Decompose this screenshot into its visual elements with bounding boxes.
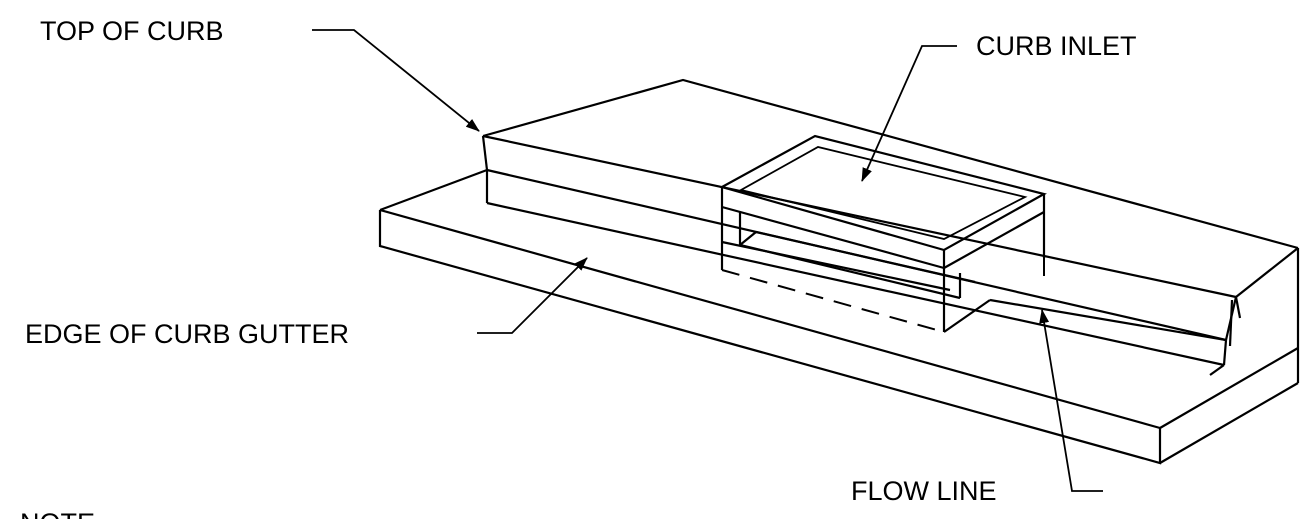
label-note: NOTE — [20, 508, 95, 519]
leader-curb-inlet — [861, 45, 957, 182]
curb-top-surface — [481, 134, 1238, 342]
flow-line-edge — [486, 201, 1227, 367]
back-slab — [482, 78, 1299, 298]
curb-front-face — [485, 170, 1242, 366]
label-curb-inlet: CURB INLET — [976, 31, 1137, 61]
curb-inlet-box — [719, 134, 1047, 333]
label-edge-of-curb-gutter: EDGE OF CURB GUTTER — [25, 319, 349, 349]
leader-flow-line — [1039, 309, 1103, 492]
label-top-of-curb: TOP OF CURB — [40, 16, 224, 46]
gutter-slab — [378, 168, 1300, 465]
leader-top-of-curb — [312, 29, 480, 132]
label-flow-line: FLOW LINE — [851, 476, 997, 506]
leader-edge-of-curb-gutter — [477, 257, 588, 334]
